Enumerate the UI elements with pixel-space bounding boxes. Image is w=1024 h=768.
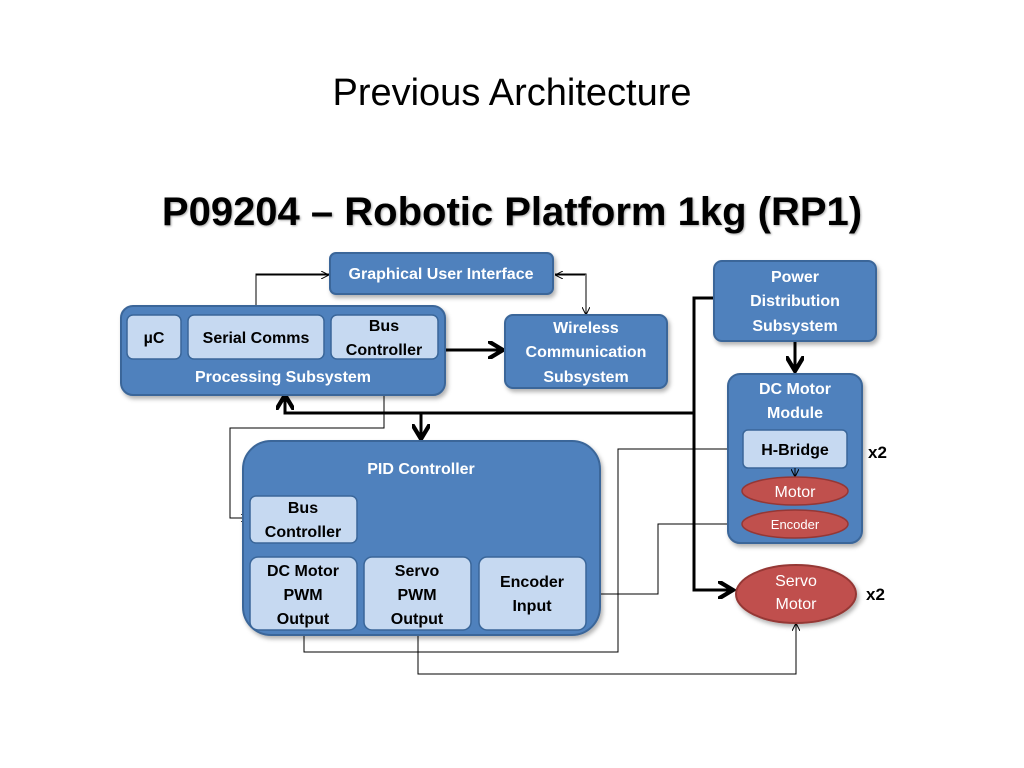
power-bus bbox=[692, 296, 730, 590]
proc-bus-line2: Controller bbox=[346, 342, 422, 359]
encoder-input-line2: Input bbox=[512, 598, 552, 615]
proc-bus-line1: Bus bbox=[369, 318, 399, 335]
uc-label: µC bbox=[144, 330, 165, 347]
servo-line2: Motor bbox=[776, 596, 818, 613]
hbridge-label: H-Bridge bbox=[761, 442, 829, 459]
encoder-input-line1: Encoder bbox=[500, 574, 564, 591]
dcpwm-to-hbridge-link bbox=[303, 449, 742, 653]
wireless-line2: Communication bbox=[526, 344, 647, 361]
gui-block: Graphical User Interface bbox=[329, 252, 554, 295]
servo-motor: Servo Motor bbox=[735, 564, 857, 624]
encoder-to-input-link bbox=[589, 523, 742, 594]
power-line2: Distribution bbox=[750, 293, 840, 310]
slide-title: Previous Architecture bbox=[332, 72, 692, 114]
power-to-processing-arrow bbox=[285, 398, 694, 415]
thick-connectors bbox=[285, 296, 795, 590]
servopwm-to-servo-link bbox=[417, 624, 796, 675]
power-line3: Subsystem bbox=[752, 318, 837, 335]
servopwm-line1: Servo bbox=[395, 563, 440, 580]
power-line1: Power bbox=[771, 269, 819, 286]
servo-multiplier: x2 bbox=[866, 585, 885, 604]
encoder-label: Encoder bbox=[771, 517, 820, 532]
servo-line1: Servo bbox=[775, 573, 817, 590]
dcmodule-line2: Module bbox=[767, 405, 823, 422]
pid-controller: PID Controller Bus Controller DC Motor P… bbox=[242, 440, 601, 636]
servopwm-line2: PWM bbox=[397, 587, 436, 604]
gui-processing-link bbox=[256, 273, 330, 312]
dc-multiplier: x2 bbox=[868, 443, 887, 462]
dcpwm-line1: DC Motor bbox=[267, 563, 339, 580]
gui-wireless-link bbox=[555, 273, 586, 314]
wireless-line1: Wireless bbox=[553, 320, 619, 337]
dcpwm-line2: PWM bbox=[283, 587, 322, 604]
motor-label: Motor bbox=[775, 484, 817, 501]
wireless-block: Wireless Communication Subsystem bbox=[504, 314, 668, 389]
wireless-line3: Subsystem bbox=[543, 369, 628, 386]
serial-comms-label: Serial Comms bbox=[203, 330, 310, 347]
bus-to-bus-link bbox=[229, 362, 385, 518]
dcmodule-line1: DC Motor bbox=[759, 381, 831, 398]
gui-label: Graphical User Interface bbox=[349, 266, 534, 283]
processing-subsystem: µC Serial Comms Bus Controller Processin… bbox=[120, 305, 446, 396]
thin-connectors bbox=[229, 273, 796, 675]
power-block: Power Distribution Subsystem bbox=[713, 260, 877, 342]
pid-bus-line2: Controller bbox=[265, 524, 341, 541]
pid-label: PID Controller bbox=[367, 461, 475, 478]
servopwm-line3: Output bbox=[391, 611, 444, 628]
diagram-title: P09204 – Robotic Platform 1kg (RP1) bbox=[161, 190, 863, 234]
pid-bus-line1: Bus bbox=[288, 500, 318, 517]
processing-label: Processing Subsystem bbox=[195, 369, 371, 386]
dcpwm-line3: Output bbox=[277, 611, 330, 628]
dc-motor-module: DC Motor Module H-Bridge Motor Encoder bbox=[727, 373, 863, 544]
